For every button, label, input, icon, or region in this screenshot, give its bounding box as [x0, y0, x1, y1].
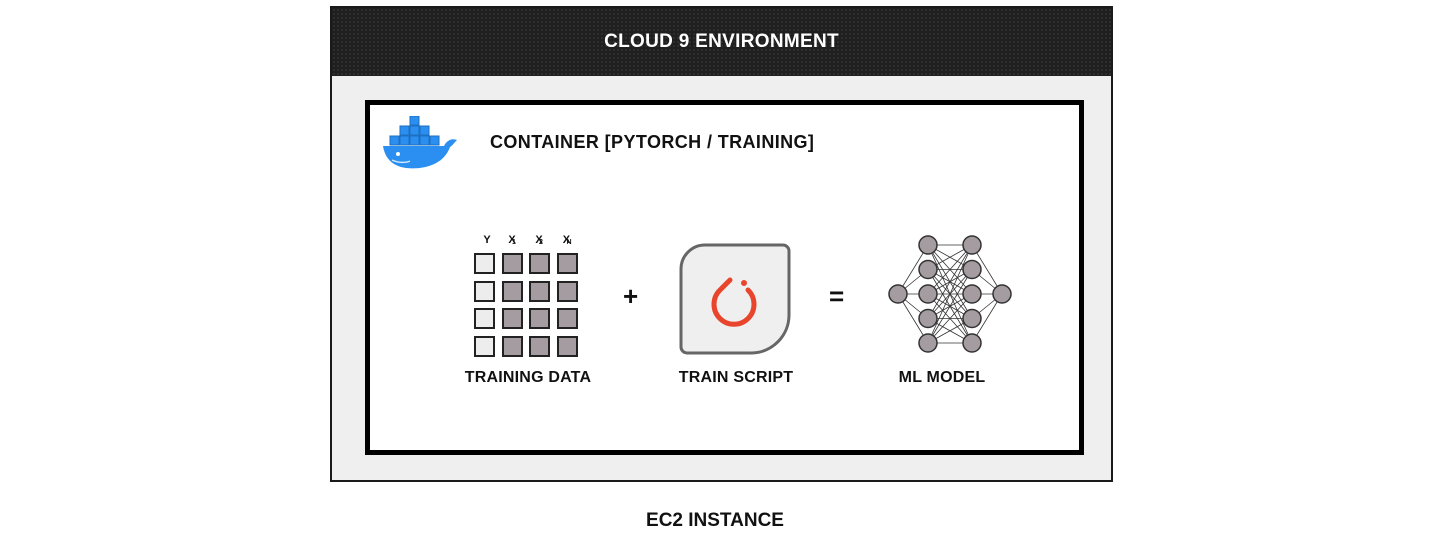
container-title: CONTAINER [PYTORCH / TRAINING]	[490, 132, 815, 152]
training-data-label: TRAINING DATA	[464, 369, 592, 386]
docker-whale-icon	[383, 116, 457, 169]
pytorch-icon	[679, 243, 791, 355]
nn-node	[962, 284, 982, 304]
ml-model-label: ML MODEL	[898, 369, 986, 386]
target-cell	[474, 335, 495, 357]
nn-node	[918, 235, 938, 255]
feature-cell	[529, 280, 550, 302]
nn-edge	[927, 244, 973, 344]
nn-edge	[927, 244, 973, 319]
nn-node	[918, 333, 938, 353]
environment-title: CLOUD 9 ENVIRONMENT	[604, 31, 839, 52]
nn-node	[888, 284, 908, 304]
feature-cell	[501, 308, 523, 329]
nn-node	[918, 308, 938, 329]
equals-operator: =	[829, 281, 845, 311]
nn-node	[962, 308, 982, 329]
nn-edge	[927, 244, 973, 295]
feature-cell	[556, 280, 578, 302]
target-cell	[474, 280, 495, 302]
nn-node	[918, 284, 938, 304]
environment-header: CLOUD 9 ENVIRONMENT	[332, 8, 1111, 76]
feature-cell	[501, 335, 523, 357]
nn-node	[962, 333, 982, 353]
train-script-label: TRAIN SCRIPT	[678, 369, 794, 386]
nn-edge	[927, 293, 973, 344]
nn-node	[918, 259, 938, 280]
neural-network-icon	[888, 235, 1012, 353]
feature-cell	[529, 308, 550, 329]
feature-cell	[529, 253, 550, 274]
feature-cell	[501, 280, 523, 302]
nn-node	[962, 259, 982, 280]
feature-cell	[556, 335, 578, 357]
feature-cell	[556, 253, 578, 274]
feature-cell	[501, 253, 523, 274]
nn-node	[962, 235, 982, 255]
target-cell	[474, 308, 495, 329]
feature-cell	[529, 335, 550, 357]
nn-edge	[927, 269, 973, 344]
ec2-instance-label: EC2 INSTANCE	[646, 510, 784, 531]
feature-cell	[556, 308, 578, 329]
plus-operator: +	[623, 281, 639, 311]
target-cell	[474, 253, 495, 274]
nn-node	[992, 284, 1012, 304]
